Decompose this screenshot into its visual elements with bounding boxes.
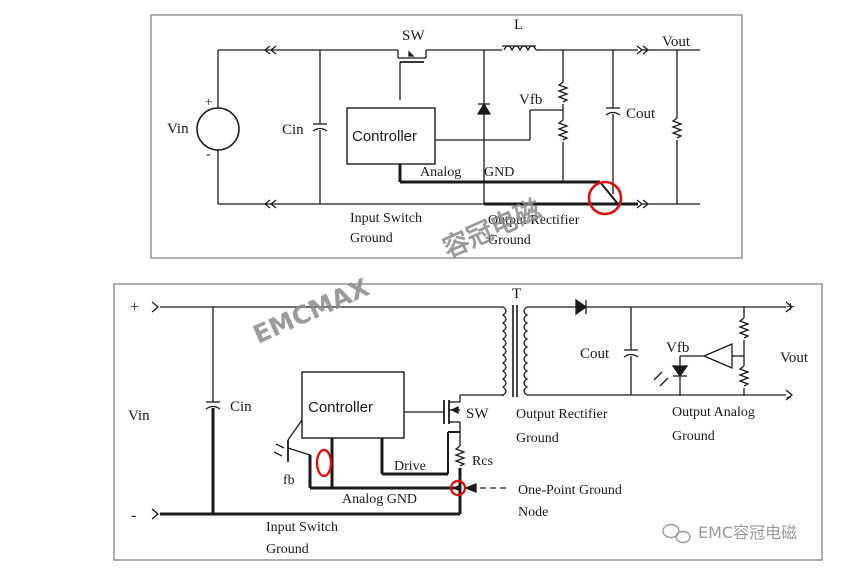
mosfet-sw-icon (397, 50, 427, 100)
rectifier-diode-icon (575, 298, 588, 316)
error-amplifier-icon (702, 343, 733, 369)
ground-node-dot (455, 485, 461, 491)
cout-label: Cout (580, 346, 610, 362)
terminal-arrow (785, 301, 794, 313)
vin-label: Vin (128, 408, 150, 424)
output-rectifier-label: Output Rectifier (516, 407, 608, 422)
vfb-label: Vfb (666, 340, 689, 356)
inductor-icon (502, 45, 537, 52)
transformer-label: T (512, 286, 521, 302)
fb-loop-highlight (315, 448, 333, 478)
inductor-label: L (514, 17, 523, 33)
diagram1-labels: SW L Vout Vin + - Cin Controller Vfb Cou… (167, 17, 691, 248)
analog-gnd-label: Analog GND (342, 492, 417, 507)
diode-icon (476, 102, 492, 115)
footer-brand-text: EMC容冠电磁 (698, 523, 797, 542)
sw-label: SW (466, 406, 489, 422)
resistor-icon (557, 81, 569, 103)
light-arrow (653, 371, 663, 381)
diagram1-frame (150, 14, 743, 259)
fb-label: fb (283, 473, 295, 488)
light-arrow (659, 377, 669, 387)
output-minus-label: - (786, 388, 791, 405)
terminal-arrow (785, 389, 794, 401)
single-point-link (599, 181, 619, 205)
resistor-icon (557, 119, 569, 141)
vin-label: Vin (167, 121, 189, 137)
vout-label: Vout (780, 350, 809, 366)
output-rectifier-label: Output Rectifier (488, 213, 580, 228)
mosfet-sw-icon (404, 400, 460, 424)
rcs-label: Rcs (472, 454, 493, 469)
diagram-flyback-converter (113, 283, 823, 561)
input-plus-label: + (130, 299, 139, 316)
capacitor-icon (205, 405, 221, 410)
cin-label: Cin (230, 399, 252, 415)
controller-box (301, 371, 405, 439)
cin-label: Cin (282, 122, 304, 138)
terminal-arrows (263, 45, 650, 209)
input-switch-label: Input Switch (266, 520, 338, 535)
capacitor-icon (605, 111, 621, 116)
capacitor-icon (312, 127, 328, 132)
one-point-pointer-arrow (464, 483, 477, 493)
resistor-icon (738, 317, 750, 339)
vout-label: Vout (662, 34, 691, 50)
output-plus-label: + (786, 299, 795, 316)
wechat-icon (662, 523, 691, 544)
ground-junction-highlight (587, 180, 623, 216)
diagram2-frame (113, 283, 823, 561)
transformer-icon (501, 305, 529, 397)
diagram-buck-converter (150, 14, 743, 259)
output-analog-label: Output Analog (672, 405, 755, 420)
output-analog-ground-label: Ground (672, 429, 715, 444)
input-switch-ground-label: Ground (266, 542, 309, 557)
output-rectifier-ground-label: Ground (488, 233, 531, 248)
output-rectifier-ground-label: Ground (516, 431, 559, 446)
terminal-arrow (151, 301, 160, 313)
input-switch-ground-label: Ground (350, 231, 393, 246)
input-switch-label: Input Switch (350, 211, 422, 226)
analog-label: Analog (420, 165, 461, 180)
one-point-ground-label: One-Point Ground (518, 483, 622, 498)
resistor-icon (738, 365, 750, 387)
terminal-arrow (151, 508, 160, 520)
resistor-icon (454, 445, 466, 467)
vin-source-icon (196, 107, 240, 151)
controller-label: Controller (308, 399, 373, 416)
footer-brand: EMC容冠电磁 (662, 523, 797, 544)
controller-box (346, 107, 436, 165)
optocoupler-led-icon (671, 365, 689, 378)
gnd-label: GND (484, 165, 514, 180)
plus-label: + (205, 94, 212, 109)
sw-label: SW (402, 28, 425, 44)
drive-label: Drive (394, 459, 426, 474)
controller-label: Controller (352, 128, 417, 145)
cout-label: Cout (626, 106, 656, 122)
vfb-label: Vfb (519, 92, 542, 108)
capacitor-icon (623, 353, 639, 358)
diagram2-labels: + - T Cout Vfb Vout Vin Cin Controller S… (128, 286, 809, 557)
minus-label: - (206, 147, 211, 162)
input-minus-label: - (131, 507, 136, 524)
resistor-icon (671, 117, 683, 139)
phototransistor-fb-icon (273, 419, 311, 462)
one-point-node-label: Node (518, 505, 548, 520)
